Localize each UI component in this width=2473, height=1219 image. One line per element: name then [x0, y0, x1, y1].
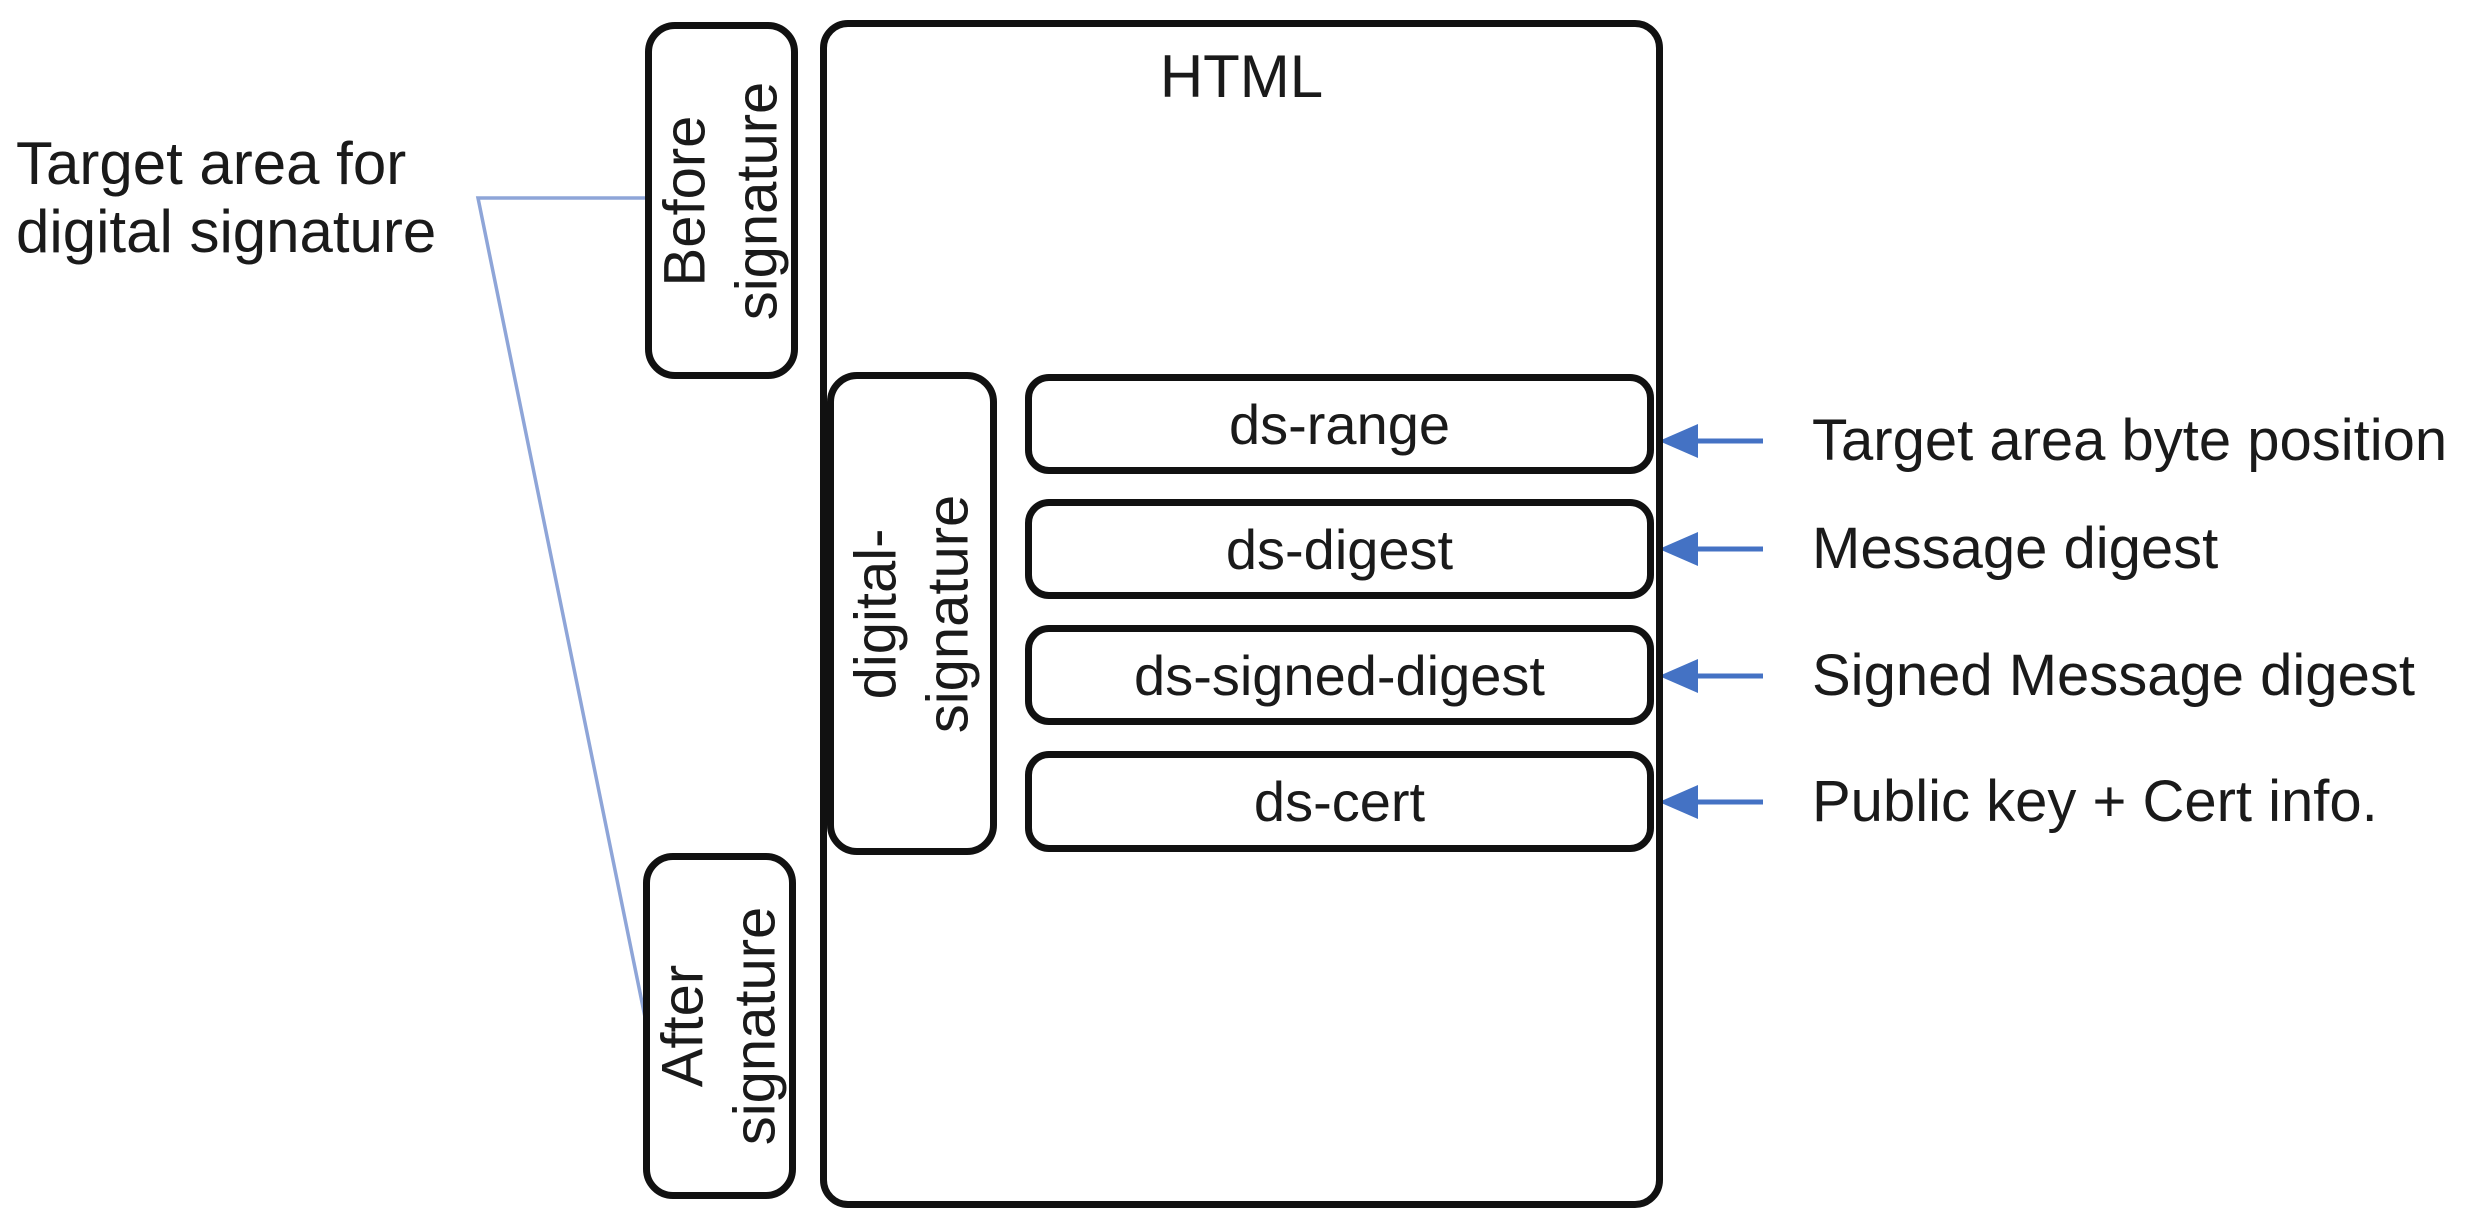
ds-signed-digest-label: ds-signed-digest: [1134, 643, 1545, 707]
ds-signed-digest-annotation: Signed Message digest: [1812, 643, 2415, 708]
ds-cert-box: ds-cert: [1025, 751, 1654, 852]
target-area-annotation: Target area for digital signature: [16, 130, 437, 265]
after-signature-label: After signature: [650, 906, 788, 1146]
ds-digest-arrow-icon: [1659, 532, 1763, 566]
ds-signed-digest-arrow-icon: [1659, 659, 1763, 693]
digital-signature-box: digital- signature: [827, 372, 997, 855]
ds-range-label: ds-range: [1228, 392, 1451, 456]
before-signature-label: Before signature: [652, 81, 790, 320]
ds-digest-label: ds-digest: [1225, 517, 1454, 581]
ds-cert-annotation: Public key + Cert info.: [1812, 769, 2378, 834]
ds-range-annotation: Target area byte position: [1812, 408, 2448, 473]
ds-range-box: ds-range: [1025, 374, 1654, 474]
digital-signature-label: digital- signature: [843, 494, 981, 733]
before-signature-box: Before signature: [645, 22, 798, 379]
ds-digest-annotation: Message digest: [1812, 516, 2219, 581]
after-signature-box: After signature: [643, 853, 796, 1199]
ds-signed-digest-box: ds-signed-digest: [1025, 625, 1654, 725]
ds-cert-label: ds-cert: [1253, 770, 1426, 833]
ds-range-arrow-icon: [1659, 424, 1763, 458]
html-document-title: HTML: [1159, 43, 1324, 110]
ds-cert-arrow-icon: [1659, 785, 1763, 819]
ds-digest-box: ds-digest: [1025, 499, 1654, 599]
target-area-connector-line: [475, 196, 648, 1023]
